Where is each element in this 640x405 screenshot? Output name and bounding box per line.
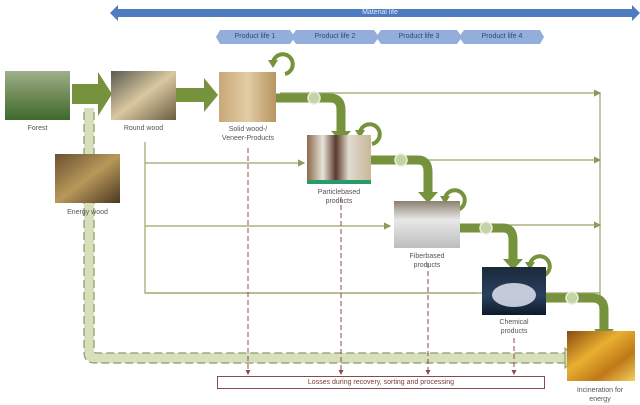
fiberbased-label-line2: products (413, 262, 441, 269)
recycle-icon (479, 221, 493, 235)
reuse-loop-arrowheads (268, 60, 535, 270)
product-life-1-label: Product life 1 (234, 33, 276, 40)
roundwood-distribution-lines (144, 89, 602, 330)
energy-wood-label: Energy wood (67, 209, 108, 216)
losses-label: Losses during recovery, sorting and proc… (307, 379, 455, 386)
recycle-icon (307, 91, 321, 105)
material-life-label: Material life (362, 9, 398, 16)
roundwood-to-solidwood-arrow (176, 78, 218, 112)
product-life-2-bar (291, 30, 379, 44)
product-life-3-label: Product life 3 (398, 33, 440, 40)
particlebased-image-border (307, 180, 371, 184)
particlebased-label-line2: products (325, 198, 353, 205)
forest-label: Forest (27, 125, 48, 132)
product-life-4-bar (459, 30, 544, 44)
main-flow (72, 72, 218, 116)
chemical-label-line2: products (500, 328, 528, 335)
energy-flow-path (84, 108, 565, 363)
losses-box: Losses during recovery, sorting and proc… (217, 376, 545, 389)
loss-lines (245, 148, 517, 375)
energy-flow-dashes (83, 112, 565, 364)
solid-wood-label-line1: Solid wood-/ (228, 126, 268, 133)
energy-wood-image (55, 154, 120, 203)
product-life-1-bar (216, 30, 295, 44)
particlebased-label: Particlebased products (299, 188, 379, 206)
round-wood-label: Round wood (123, 125, 164, 132)
solid-wood-image (219, 72, 276, 122)
fiberbased-image (394, 201, 460, 248)
reuse-loop-4 (528, 254, 552, 278)
solid-wood-label: Solid wood-/ Veneer-Products (207, 125, 289, 143)
product-life-3-bar (376, 30, 462, 44)
forest-image (5, 71, 70, 120)
product-life-bars (216, 30, 544, 44)
round-wood-image (111, 71, 176, 120)
incineration-label-line1: Incineration for (576, 387, 624, 394)
incineration-label-line2: energy (589, 396, 611, 403)
reuse-loop-2 (358, 122, 382, 146)
product-life-4-label: Product life 4 (481, 33, 523, 40)
particlebased-label-line1: Particlebased (317, 189, 361, 196)
fiberbased-label: Fiberbased products (387, 252, 467, 270)
recycle-icon (394, 153, 408, 167)
chemical-label-line1: Chemical (499, 319, 529, 326)
solid-wood-label-line2: Veneer-Products (221, 135, 275, 142)
incineration-image (567, 331, 635, 381)
product-life-2-label: Product life 2 (314, 33, 356, 40)
incineration-label: Incineration for energy (560, 386, 640, 404)
recycle-icon (565, 291, 579, 305)
recycle-icons (307, 91, 579, 305)
cascade-flow (276, 93, 609, 330)
chemical-product-shapes (492, 283, 536, 307)
reuse-loop-3 (443, 188, 467, 212)
forest-to-roundwood-arrow (72, 72, 112, 116)
reuse-loops (271, 52, 552, 278)
chemical-label: Chemical products (474, 318, 554, 336)
material-life-bar (110, 5, 640, 21)
reuse-loop-1 (271, 52, 295, 76)
fiberbased-label-line1: Fiberbased (409, 253, 445, 260)
particlebased-image (307, 135, 371, 184)
